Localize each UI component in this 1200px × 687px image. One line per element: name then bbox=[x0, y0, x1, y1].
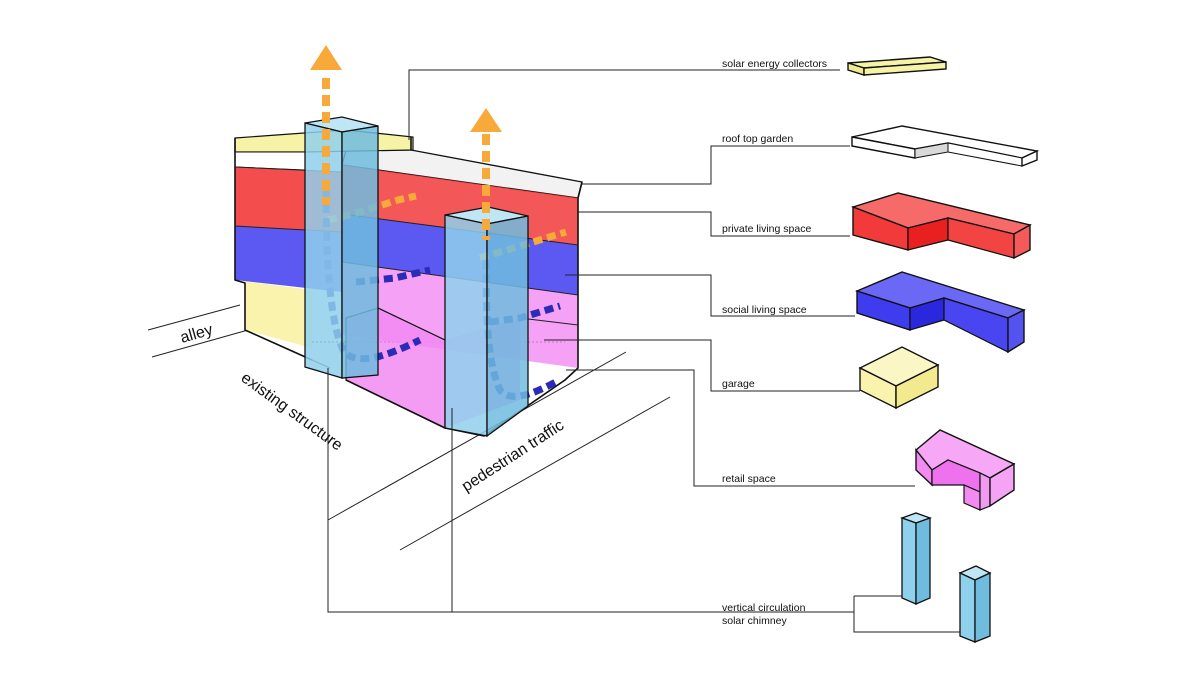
legend-retail bbox=[915, 429, 1016, 511]
legend-chimney-2 bbox=[958, 565, 992, 643]
legend-labels: solar energy collectors roof top garden … bbox=[722, 58, 827, 627]
legend-solar-collectors bbox=[847, 56, 947, 76]
airflow-warm-right bbox=[478, 228, 568, 262]
chimney-right bbox=[444, 206, 529, 438]
label-solar-energy-collectors: solar energy collectors bbox=[722, 58, 827, 70]
label-retail-space: retail space bbox=[722, 473, 776, 485]
legend-chimney-1 bbox=[900, 512, 932, 605]
label-solar-chimney: solar chimney bbox=[722, 615, 788, 627]
label-private-living-space: private living space bbox=[722, 223, 811, 235]
airflow-cool-left bbox=[355, 266, 431, 286]
legend-garage bbox=[858, 346, 940, 410]
legend-private-living bbox=[850, 192, 1032, 260]
label-existing-structure: existing structure bbox=[238, 369, 346, 454]
label-garage: garage bbox=[722, 378, 755, 390]
label-social-living-space: social living space bbox=[722, 304, 807, 316]
arrow-up-right bbox=[470, 108, 502, 132]
label-alley: alley bbox=[178, 321, 214, 346]
main-building bbox=[234, 45, 854, 613]
chimney-left bbox=[304, 116, 379, 379]
callout-lines bbox=[408, 69, 960, 633]
left-block-garage bbox=[235, 280, 312, 348]
legend-roof-garden bbox=[851, 125, 1040, 168]
arrow-up-left bbox=[310, 45, 342, 70]
label-vertical-circulation: vertical circulation bbox=[722, 602, 806, 614]
legend-social-living bbox=[854, 271, 1026, 354]
label-roof-top-garden: roof top garden bbox=[722, 133, 793, 145]
